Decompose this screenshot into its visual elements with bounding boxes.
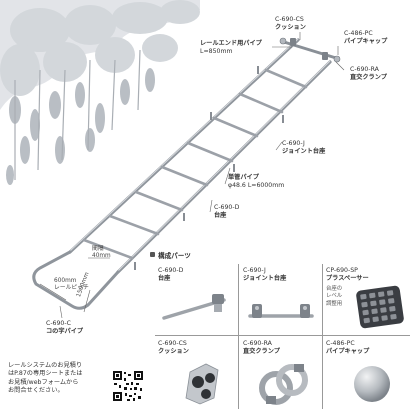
base-8 (264, 68, 308, 89)
part-cp690sp: CP-690-SP プラスペーサー (326, 267, 369, 283)
part-c690cs-code: C-690-CS (158, 340, 187, 347)
callout-c690d-name: 台座 (214, 211, 227, 219)
callout-rail-end-spec: L=850mm (200, 47, 233, 55)
part-c690j: C-690-J ジョイント台座 (243, 267, 286, 283)
base-5 (186, 141, 234, 163)
callout-c690c-name: コの字パイプ (46, 327, 84, 335)
foliage-illustration (0, 0, 200, 185)
part-c690cs-name: クッション (158, 347, 189, 355)
base-6 (212, 116, 259, 138)
parts-divider-v1 (238, 264, 239, 409)
part-c486pc-name: パイプキャップ (326, 347, 370, 355)
callout-single-pipe-name: 単管パイプ (228, 174, 259, 181)
callout-c690ra: C-690-RA 直交クランプ (350, 66, 387, 82)
parts-section-marker (150, 252, 155, 257)
part-cp690sp-image (356, 285, 404, 329)
callout-rail-end: レールエンド用パイプ L=850mm (200, 40, 262, 56)
callout-single-pipe-spec: φ48.6 L=6000mm (228, 181, 285, 189)
callout-c690ra-name: 直交クランプ (350, 73, 387, 81)
qr-code-icon[interactable] (112, 370, 144, 402)
rail-left (68, 38, 300, 254)
part-cp690sp-name: プラスペーサー (326, 274, 369, 282)
base-4 (160, 165, 209, 187)
callout-c690cs-code: C-690-CS (275, 16, 304, 23)
parts-section-title: 構成パーツ (158, 252, 191, 260)
dim-gauge: 600mm レールピッチ (54, 278, 89, 292)
callout-c690c: C-690-C コの字パイプ (46, 320, 83, 336)
callout-c690j: C-690-J ジョイント台座 (282, 140, 325, 156)
part-c690ra-image (259, 364, 308, 405)
footer-note: レールシステムのお見積り はP.87の専用シートまたは お見積/webフォームか… (8, 362, 83, 395)
dim-gauge-value: 600mm (54, 278, 77, 284)
callout-c690cs-name: クッション (275, 23, 306, 31)
part-c690cs: C-690-CS クッション (158, 340, 189, 356)
part-cp690sp-code: CP-690-SP (326, 267, 358, 274)
part-c690d-code: C-690-D (158, 267, 184, 274)
callout-c690j-code: C-690-J (282, 140, 305, 147)
part-c486pc-image (354, 366, 390, 402)
part-c690d: C-690-D 台座 (158, 267, 183, 283)
rail-right (116, 60, 332, 274)
part-c690ra: C-690-RA 直交クランプ (243, 340, 280, 356)
callout-c690ra-code: C-690-RA (350, 66, 379, 73)
base-3 (134, 190, 184, 212)
part-c690d-image (162, 294, 226, 320)
base-1 (82, 238, 134, 260)
part-cp690sp-note: 台座の レベル 調整用 (326, 286, 343, 307)
part-c690ra-name: 直交クランプ (243, 347, 280, 355)
base-7 (238, 92, 284, 114)
callout-c486pc: C-486-PC パイプキャップ (344, 30, 387, 46)
part-c690ra-code: C-690-RA (243, 340, 272, 347)
callout-c486pc-code: C-486-PC (344, 30, 373, 37)
callout-single-pipe: 単管パイプ φ48.6 L=6000mm (228, 174, 284, 190)
dim-spacing-value: 40mm (92, 252, 111, 259)
callout-c690d: C-690-D 台座 (214, 204, 239, 220)
base-2 (108, 214, 160, 236)
part-c486pc-code: C-486-PC (326, 340, 355, 347)
parts-divider-h (155, 335, 410, 336)
part-c690j-name: ジョイント台座 (243, 274, 287, 282)
dim-gauge-label: レールピッチ (54, 284, 89, 291)
callout-rail-end-name: レールエンド用パイプ (200, 40, 262, 47)
callout-c486pc-name: パイプキャップ (344, 37, 388, 45)
dim-spacing: 間隔 40mm (92, 246, 111, 260)
callout-c690c-code: C-690-C (46, 320, 71, 327)
part-c690j-code: C-690-J (243, 267, 266, 274)
callout-c690d-code: C-690-D (214, 204, 240, 211)
part-c690d-name: 台座 (158, 274, 171, 282)
callout-c690cs: C-690-CS クッション (275, 16, 306, 32)
u-shaped-pipe (32, 250, 120, 310)
part-c690cs-image (185, 363, 219, 405)
dim-spacing-label: 間隔 (92, 246, 104, 252)
part-c690j-image (248, 304, 314, 318)
part-c486pc: C-486-PC パイプキャップ (326, 340, 369, 356)
callout-c690j-name: ジョイント台座 (282, 147, 326, 155)
parts-divider-v2 (322, 264, 323, 409)
